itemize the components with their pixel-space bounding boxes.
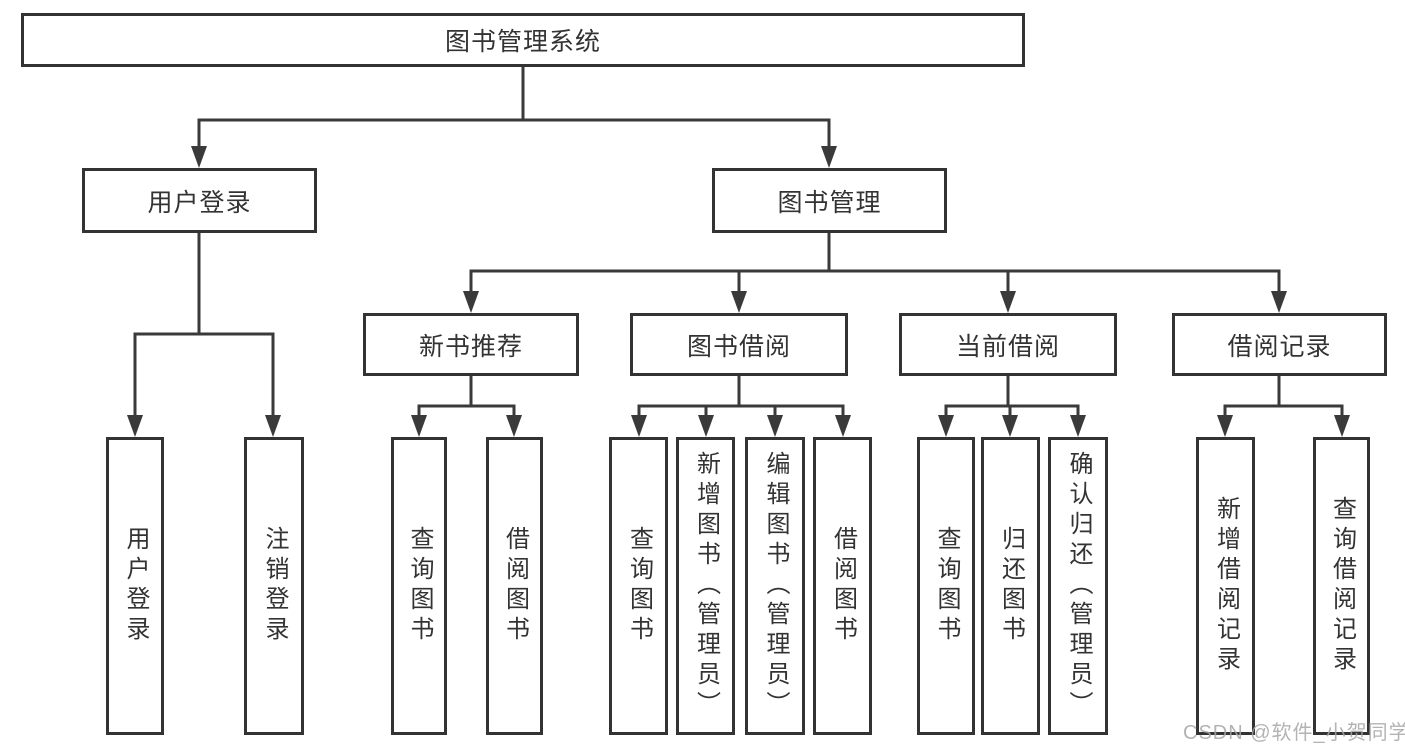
arrowhead — [731, 291, 747, 313]
node-root: 图书管理系统 — [21, 13, 1025, 67]
node-br-add-record: 新增借阅记录 — [1196, 437, 1255, 735]
edge-book-borrow-split — [637, 376, 845, 417]
arrowhead — [821, 146, 837, 168]
edge-new-book-rec-split — [417, 376, 516, 417]
arrowhead — [938, 415, 954, 437]
node-new-book-rec: 新书推荐 — [363, 313, 579, 376]
node-cb-confirm-return-admin: 确认归还（管理员） — [1048, 437, 1108, 735]
arrowhead — [191, 146, 207, 168]
arrowhead — [835, 415, 851, 437]
arrowhead — [1217, 415, 1233, 437]
arrowhead — [1002, 415, 1018, 437]
arrowhead — [767, 415, 783, 437]
arrowhead — [411, 415, 427, 437]
node-nbr-query-books: 查询图书 — [391, 437, 447, 735]
connector-arrowheads — [127, 146, 1350, 437]
node-br-query-record: 查询借阅记录 — [1313, 437, 1370, 735]
node-cb-query-books: 查询图书 — [917, 437, 975, 735]
node-book-mgmt: 图书管理 — [712, 168, 947, 233]
arrowhead — [1334, 415, 1350, 437]
edge-borrow-record-split — [1223, 376, 1344, 417]
node-logout: 注销登录 — [244, 437, 304, 735]
node-bb-borrow-books: 借阅图书 — [813, 437, 872, 735]
arrowhead — [463, 291, 479, 313]
watermark-text: CSDN @软件_小贺同学 — [1183, 722, 1405, 744]
arrowhead — [265, 415, 281, 437]
node-login: 用户登录 — [106, 437, 164, 735]
edge-user-login-split — [133, 233, 275, 416]
arrowhead — [631, 415, 647, 437]
edge-root-split — [197, 67, 831, 147]
arrowhead — [1070, 415, 1086, 437]
node-bb-add-books-admin: 新增图书（管理员） — [676, 437, 735, 735]
arrowhead — [506, 415, 522, 437]
node-book-borrow: 图书借阅 — [630, 313, 848, 376]
arrowhead — [1000, 291, 1016, 313]
edge-book-mgmt-split — [469, 233, 1281, 293]
node-bb-edit-books-admin: 编辑图书（管理员） — [745, 437, 805, 735]
arrowhead — [1271, 291, 1287, 313]
node-borrow-record: 借阅记录 — [1172, 313, 1387, 376]
node-user-login: 用户登录 — [82, 168, 317, 233]
node-bb-query-books: 查询图书 — [609, 437, 668, 735]
arrowhead — [127, 415, 143, 437]
connector-lines — [133, 67, 1344, 417]
arrowhead — [698, 415, 714, 437]
node-nbr-borrow-books: 借阅图书 — [486, 437, 543, 735]
node-current-borrow: 当前借阅 — [899, 313, 1117, 376]
edge-current-borrow-split — [944, 376, 1080, 417]
node-cb-return-books: 归还图书 — [981, 437, 1040, 735]
